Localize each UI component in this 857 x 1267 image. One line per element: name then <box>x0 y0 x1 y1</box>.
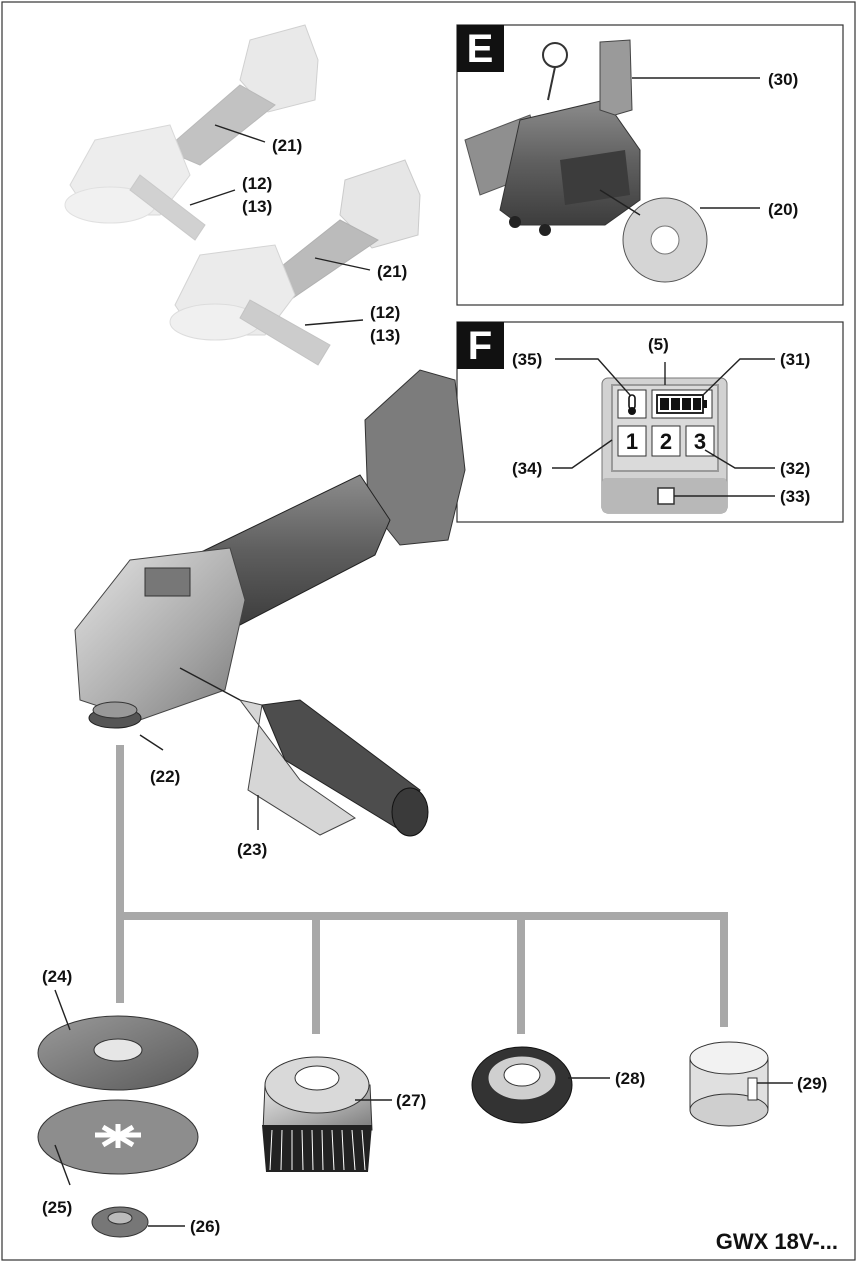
label-frame: (34) <box>512 459 542 478</box>
grinder-illustration-top <box>64 24 319 241</box>
speed-key-1-label: 1 <box>626 429 638 454</box>
leader-mid-handle <box>314 257 371 271</box>
model-name: GWX 18V-... <box>716 1229 838 1254</box>
label-speed-keys: (32) <box>780 459 810 478</box>
panel-f-letter: F <box>468 324 492 368</box>
adapter-x-lock <box>689 1041 769 1127</box>
backing-pad <box>37 1015 199 1091</box>
knot-wire-brush <box>471 1046 573 1124</box>
grinder-illustration-middle <box>169 159 421 366</box>
cup-wire-brush <box>262 1056 373 1172</box>
guard-vents <box>560 150 630 205</box>
label-aux-handle: (23) <box>237 840 267 859</box>
label-mid-aux-b: (13) <box>370 326 400 345</box>
label-adapter: (29) <box>797 1074 827 1093</box>
clamping-nut <box>91 1206 149 1238</box>
label-backing-pad: (24) <box>42 967 72 986</box>
label-mid-handle: (21) <box>377 262 407 281</box>
label-guard: (30) <box>768 70 798 89</box>
grinder-illustration-main <box>74 369 466 837</box>
label-spindle: (22) <box>150 767 180 786</box>
label-mid-aux-a: (12) <box>370 303 400 322</box>
label-fuel-gauge: (31) <box>780 350 810 369</box>
speed-key-2[interactable] <box>651 425 681 457</box>
label-temp: (35) <box>512 350 542 369</box>
speed-key-1[interactable] <box>617 425 647 457</box>
leader-top-handle <box>214 124 266 143</box>
leader-mid-aux <box>304 319 364 326</box>
label-top-handle: (21) <box>272 136 302 155</box>
label-button: (33) <box>780 487 810 506</box>
label-battery: (5) <box>648 335 669 354</box>
leader-top-aux <box>189 189 236 206</box>
speed-key-3[interactable] <box>685 425 715 457</box>
panel-e: E (30) (20) <box>456 24 844 306</box>
label-top-aux-a: (12) <box>242 174 272 193</box>
dust-pipe <box>599 39 633 116</box>
label-disc: (20) <box>768 200 798 219</box>
label-cup-brush: (27) <box>396 1091 426 1110</box>
grinder-display <box>144 567 191 597</box>
speed-key-2-label: 2 <box>660 429 672 454</box>
label-nut: (26) <box>190 1217 220 1236</box>
label-top-aux-b: (13) <box>242 197 272 216</box>
fiber-disc <box>37 1099 199 1175</box>
leader-handle-mount <box>179 667 241 701</box>
panel-e-letter: E <box>467 27 494 71</box>
label-knot-brush: (28) <box>615 1069 645 1088</box>
selection-button[interactable] <box>657 487 675 505</box>
accessory-connector <box>116 745 728 1034</box>
panel-f: F 1 2 3 (35) (5) (31) (34) (32) <box>456 321 844 523</box>
label-disc: (25) <box>42 1198 72 1217</box>
speed-key-3-label: 3 <box>694 429 706 454</box>
